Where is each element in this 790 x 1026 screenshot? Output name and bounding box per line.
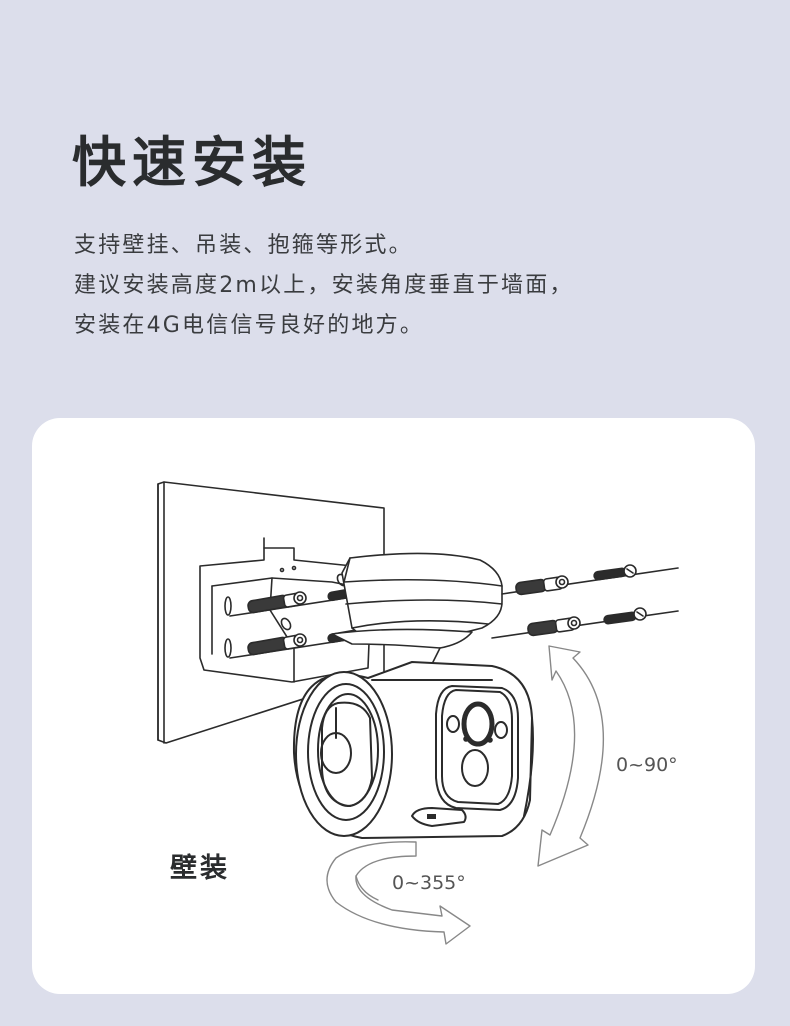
screw-anchor-icon [491,564,679,639]
install-description: 支持壁挂、吊装、抱箍等形式。 建议安装高度2m以上，安装角度垂直于墙面， 安装在… [74,226,574,346]
pan-range-label: 0~355° [392,872,466,894]
description-line-1: 支持壁挂、吊装、抱箍等形式。 [74,233,413,258]
camera-mount-head-icon [263,537,503,669]
description-line-3: 安装在4G电信信号良好的地方。 [74,313,425,338]
description-line-2: 建议安装高度2m以上，安装角度垂直于墙面， [74,273,574,298]
tilt-arrow-icon [537,645,605,867]
mounting-bracket-icon [199,547,373,683]
tilt-range-label: 0~90° [616,754,678,776]
page-title: 快速安装 [72,131,312,194]
camera-icon [292,661,534,839]
pan-arrow-icon [326,841,471,945]
installation-illustration-card: 壁装 0~90° 0~355° [32,418,755,994]
mount-type-label: 壁装 [170,853,230,884]
